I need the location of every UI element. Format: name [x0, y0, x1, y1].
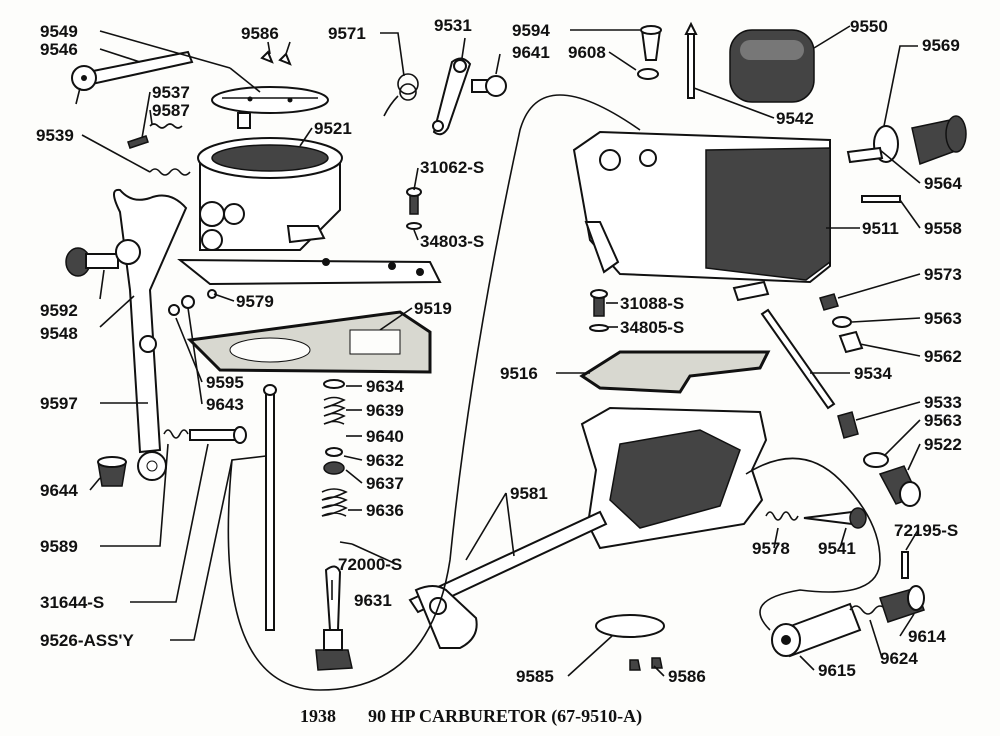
label-9516: 9516: [500, 364, 538, 383]
part-9641-screw: [471, 75, 507, 97]
part-9521-throttle-body: [177, 137, 442, 286]
label-9589: 9589: [40, 537, 78, 556]
caption-text: 90 HP CARBURETOR (67-9510-A): [368, 706, 642, 727]
part-9597-linkage-arm: [113, 188, 188, 481]
label-9511: 9511: [862, 219, 899, 238]
label-9549: 9549: [40, 22, 78, 41]
label-72000S: 72000-S: [338, 555, 402, 574]
part-9537-screw: [127, 123, 183, 149]
label-9579: 9579: [236, 292, 274, 311]
label-9615: 9615: [818, 661, 856, 680]
label-9614: 9614: [908, 627, 946, 646]
part-9531-lever: [432, 57, 472, 136]
part-labels: 9549 9546 9586 9571 9531 9641 9594 9608 …: [36, 16, 962, 686]
label-72195S: 72195-S: [894, 521, 958, 540]
label-9608: 9608: [568, 43, 606, 62]
label-9587: 9587: [152, 101, 190, 120]
label-9636: 9636: [366, 501, 404, 520]
label-9546: 9546: [40, 40, 78, 59]
label-31644S: 31644-S: [40, 593, 104, 612]
label-9586-top: 9586: [241, 24, 279, 43]
label-9539: 9539: [36, 126, 74, 145]
part-31088S-screw: [589, 289, 609, 332]
label-9634: 9634: [366, 377, 404, 396]
part-9594-needle-seat: [637, 25, 662, 80]
part-9581-throttle-body: [408, 406, 768, 649]
caption-year: 1938: [300, 706, 336, 726]
part-9578-spring: [765, 507, 867, 529]
label-9519: 9519: [414, 299, 452, 318]
part-9595-washer: [168, 289, 217, 316]
part-9615-pump-assembly: [771, 585, 925, 658]
part-31062S-screw: [406, 187, 422, 230]
label-9534: 9534: [854, 364, 892, 383]
label-9542: 9542: [776, 109, 814, 128]
label-9550: 9550: [850, 17, 888, 36]
part-9533-plug: [837, 411, 921, 507]
part-9534-tube: [760, 308, 836, 410]
part-9569-fitting: [846, 115, 967, 203]
part-9519-gasket: [186, 310, 432, 374]
part-72195S-pin: [901, 551, 909, 579]
label-9643: 9643: [206, 395, 244, 414]
label-9531: 9531: [434, 16, 472, 35]
label-9644: 9644: [40, 481, 78, 500]
label-9548: 9548: [40, 324, 78, 343]
label-9563-b: 9563: [924, 411, 962, 430]
caption: 1938 90 HP CARBURETOR (67-9510-A): [300, 706, 642, 727]
part-9516-gasket: [579, 350, 771, 394]
part-pump-stack: [321, 379, 348, 517]
label-9564: 9564: [924, 174, 962, 193]
label-9595: 9595: [206, 373, 244, 392]
part-9573-jet: [819, 293, 864, 354]
label-9537: 9537: [152, 83, 190, 102]
label-9521: 9521: [314, 119, 352, 138]
part-9549-throttle-plate: [211, 86, 329, 129]
label-9558: 9558: [924, 219, 962, 238]
label-9592: 9592: [40, 301, 78, 320]
part-9546-shaft: [71, 50, 194, 105]
label-34803S: 34803-S: [420, 232, 484, 251]
label-31062S: 31062-S: [420, 158, 484, 177]
label-9569: 9569: [922, 36, 960, 55]
label-9581: 9581: [510, 484, 548, 503]
label-9571: 9571: [328, 24, 366, 43]
part-9539-spring: [149, 168, 191, 176]
label-9632: 9632: [366, 451, 404, 470]
leader-lines: [81, 25, 921, 691]
part-9511-float-bowl: [572, 130, 831, 302]
label-9573: 9573: [924, 265, 962, 284]
label-9624: 9624: [880, 649, 918, 668]
label-9522: 9522: [924, 435, 962, 454]
label-9639: 9639: [366, 401, 404, 420]
label-9578: 9578: [752, 539, 790, 558]
part-9592-screw: [65, 247, 119, 277]
label-9586-bottom: 9586: [668, 667, 706, 686]
label-34805S: 34805-S: [620, 318, 684, 337]
label-9637: 9637: [366, 474, 404, 493]
label-9631: 9631: [354, 591, 392, 610]
part-9550-float: [729, 29, 815, 103]
label-9594: 9594: [512, 21, 550, 40]
label-9641: 9641: [512, 43, 550, 62]
label-9597: 9597: [40, 394, 78, 413]
label-9585: 9585: [516, 667, 554, 686]
part-9585-disc: [595, 614, 665, 638]
part-9542-needle: [684, 21, 698, 99]
part-9631-plunger: [315, 541, 353, 671]
label-9640: 9640: [366, 427, 404, 446]
label-9533: 9533: [924, 393, 962, 412]
label-9562: 9562: [924, 347, 962, 366]
part-9589-spring: [163, 426, 247, 444]
part-9586-screws-top: [260, 50, 292, 66]
label-9526: 9526-ASS'Y: [40, 631, 134, 650]
part-9571-spring: [383, 73, 419, 117]
label-31088S: 31088-S: [620, 294, 684, 313]
part-9526-pump-rod: [263, 384, 277, 631]
part-9644-bushing: [97, 456, 127, 487]
label-9563-a: 9563: [924, 309, 962, 328]
label-9541: 9541: [818, 539, 856, 558]
